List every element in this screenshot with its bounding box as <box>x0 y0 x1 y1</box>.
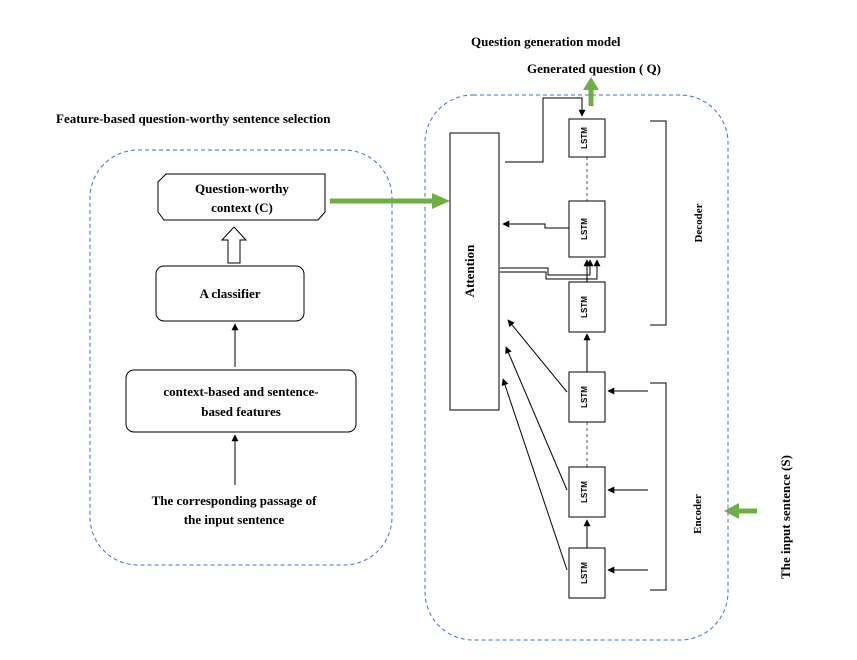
arrow-attention-to-lstm2-a <box>500 259 594 276</box>
svg-text:LSTM: LSTM <box>580 218 589 240</box>
passage-label-line2: the input sentence <box>184 512 285 527</box>
hollow-up-arrow <box>220 226 248 264</box>
left-container <box>89 149 393 566</box>
qg-model-title: Question generation model <box>471 34 621 49</box>
features-label-line2: based features <box>201 404 281 419</box>
features-label-line1: context-based and sentence- <box>163 384 318 399</box>
arrow-enc3-to-attention <box>501 378 568 571</box>
green-output-arrow-head <box>583 77 599 90</box>
svg-text:LSTM: LSTM <box>580 127 589 149</box>
passage-label-line1: The corresponding passage of <box>152 493 317 508</box>
decoder-bracket <box>650 120 667 326</box>
green-arrow-head <box>432 193 450 209</box>
feature-selection-title: Feature-based question-worthy sentence s… <box>56 111 331 126</box>
lstm-encoder-3: LSTM <box>568 547 606 599</box>
classifier-box <box>155 265 305 322</box>
green-input-arrow-head <box>724 503 739 519</box>
decoder-label: Decoder <box>693 203 705 242</box>
svg-text:LSTM: LSTM <box>580 386 589 408</box>
arrow-lstm2-to-attention <box>502 220 569 229</box>
arrow-enc1-to-attention <box>507 319 568 393</box>
features-box <box>125 369 357 433</box>
svg-text:LSTM: LSTM <box>580 562 589 584</box>
arrow-attention-to-lstm1 <box>505 97 586 163</box>
encoder-bracket <box>650 382 667 591</box>
lstm-decoder-2: LSTM <box>568 200 606 258</box>
context-label-line2: context (C) <box>211 200 273 215</box>
context-label-line1: Question-worthy <box>195 181 289 196</box>
encoder-label: Encoder <box>692 494 704 534</box>
context-box <box>157 173 326 221</box>
classifier-label: A classifier <box>199 286 260 301</box>
attention-box <box>449 132 500 411</box>
input-sentence-label: The input sentence (S) <box>778 455 793 579</box>
lstm-encoder-2: LSTM <box>568 466 606 518</box>
generated-question-label: Generated question ( Q) <box>527 61 661 76</box>
right-container <box>424 94 729 641</box>
svg-text:LSTM: LSTM <box>580 481 589 503</box>
arrow-enc2-to-attention <box>505 346 568 491</box>
lstm-decoder-1: LSTM <box>568 118 606 158</box>
svg-text:LSTM: LSTM <box>580 296 589 318</box>
lstm-decoder-3: LSTM <box>568 281 606 333</box>
attention-label: Attention <box>462 244 477 297</box>
arrow-attention-to-lstm2-b <box>500 259 601 280</box>
lstm-encoder-1: LSTM <box>568 371 606 423</box>
